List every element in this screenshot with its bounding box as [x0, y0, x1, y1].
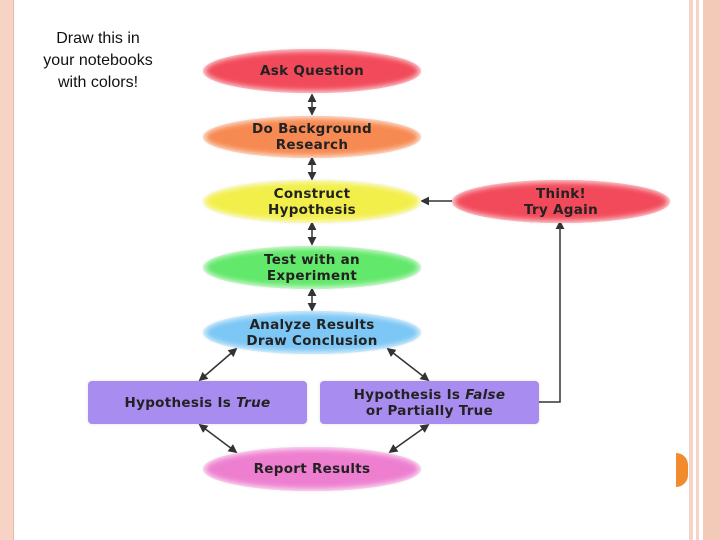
try-again-label: Try Again [523, 201, 599, 218]
background-research-node: Do Background Research [203, 116, 421, 158]
test-experiment-label-1: Test with an [264, 251, 360, 268]
slide-right-border-line [696, 0, 699, 540]
hypothesis-true-prefix: Hypothesis Is [124, 394, 237, 411]
background-research-label-1: Do Background [252, 121, 372, 137]
construct-hypothesis-label-2: Hypothesis [268, 201, 356, 218]
connector-analyze-false [386, 347, 430, 382]
hypothesis-false-word: False [465, 386, 506, 403]
think-label: Think! [536, 185, 586, 202]
hypothesis-true-box: Hypothesis Is True [88, 381, 307, 424]
background-research-label-2: Research [275, 137, 349, 153]
connector-false-think [539, 220, 565, 403]
test-experiment-node: Test with an Experiment [203, 246, 421, 289]
think-try-again-node: Think! Try Again [452, 180, 670, 223]
slide-right-border-line [689, 0, 693, 540]
hypothesis-false-box: Hypothesis Is False or Partially True [320, 381, 539, 424]
draw-conclusion-label: Draw Conclusion [246, 332, 378, 349]
connector-false-report [388, 423, 430, 454]
hypothesis-false-prefix: Hypothesis Is [353, 386, 466, 403]
analyze-results-node: Analyze Results Draw Conclusion [203, 311, 421, 354]
test-experiment-label-2: Experiment [266, 267, 358, 284]
instruction-text: Draw this in your notebooks with colors! [43, 30, 153, 91]
connector-true-report [198, 423, 238, 454]
construct-hypothesis-label-1: Construct [273, 185, 351, 202]
page-tab-marker [676, 453, 688, 487]
hypothesis-false-line-2: or Partially True [365, 402, 494, 419]
report-results-node: Report Results [203, 447, 421, 491]
ask-question-node: Ask Question [203, 49, 421, 93]
hypothesis-true-label: Hypothesis Is True [125, 395, 271, 411]
analyze-results-label: Analyze Results [249, 316, 375, 333]
connector-analyze-true [198, 347, 238, 382]
slide-right-border-band [703, 0, 720, 540]
slide-left-border [0, 0, 14, 540]
construct-hypothesis-node: Construct Hypothesis [203, 180, 421, 223]
report-results-label: Report Results [253, 461, 371, 477]
ask-question-label: Ask Question [259, 63, 364, 79]
hypothesis-false-line-1: Hypothesis Is False [354, 387, 506, 403]
hypothesis-true-word: True [236, 394, 271, 411]
